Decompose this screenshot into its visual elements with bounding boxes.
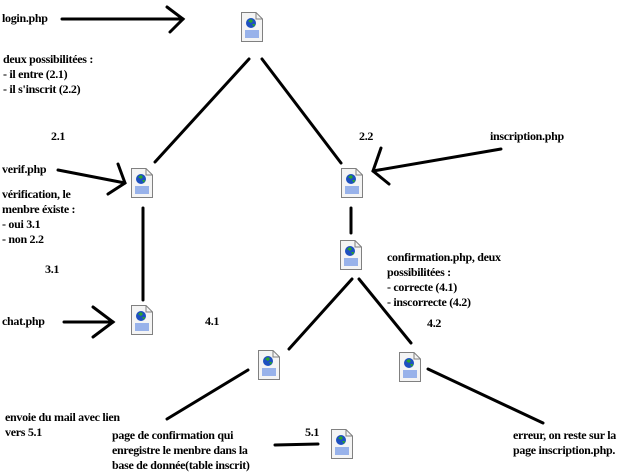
edge-pageconfirm-note (165, 368, 250, 421)
step-2-1-label: 2.1 (51, 129, 66, 143)
verif-note: vérification, le menbre éxiste : - oui 3… (2, 187, 76, 246)
web-page-icon[interactable] (331, 429, 353, 459)
step-3-1-label: 3.1 (45, 262, 60, 276)
mail-note: envoie du mail avec lien vers 5.1 (5, 410, 120, 439)
verif-arrowhead (106, 162, 127, 196)
edge-confirmation-erreur (357, 277, 413, 345)
web-page-icon[interactable] (399, 352, 421, 382)
login-arrowhead (165, 5, 186, 34)
page-confirm-note: page de confirmation qui enregistre le m… (112, 428, 250, 472)
login-label: login.php (2, 11, 48, 25)
inscription-arrowhead (371, 146, 391, 186)
edge-root-verif (153, 57, 251, 164)
inscription-arrow (371, 147, 503, 173)
web-page-icon[interactable] (258, 350, 280, 380)
step-2-2-label: 2.2 (359, 129, 374, 143)
web-page-icon[interactable] (340, 240, 362, 270)
erreur-note: erreur, on reste sur la page inscription… (513, 428, 616, 457)
verif-arrow (56, 168, 127, 185)
step-5-1-label: 5.1 (305, 425, 320, 439)
edge-confirmation-pageconfirm (287, 277, 354, 351)
step-4-2-label: 4.2 (427, 316, 442, 330)
web-page-icon[interactable] (131, 168, 153, 198)
confirmation-note: confirmation.php, deux possibilitées : -… (387, 250, 501, 309)
chat-arrowhead (91, 305, 116, 339)
login-note: deux possibilitées : - il entre (2.1) - … (3, 52, 94, 96)
verif-label: verif.php (2, 162, 47, 176)
edge-root-inscription (260, 57, 343, 165)
inscription-label: inscription.php (490, 129, 564, 143)
web-page-icon[interactable] (131, 305, 153, 335)
edge-erreur-note (426, 367, 545, 425)
web-page-icon[interactable] (341, 168, 363, 198)
step-4-1-label: 4.1 (205, 314, 220, 328)
chat-label: chat.php (2, 314, 45, 328)
edge-step-5-1 (273, 442, 320, 447)
web-page-icon[interactable] (241, 12, 263, 42)
